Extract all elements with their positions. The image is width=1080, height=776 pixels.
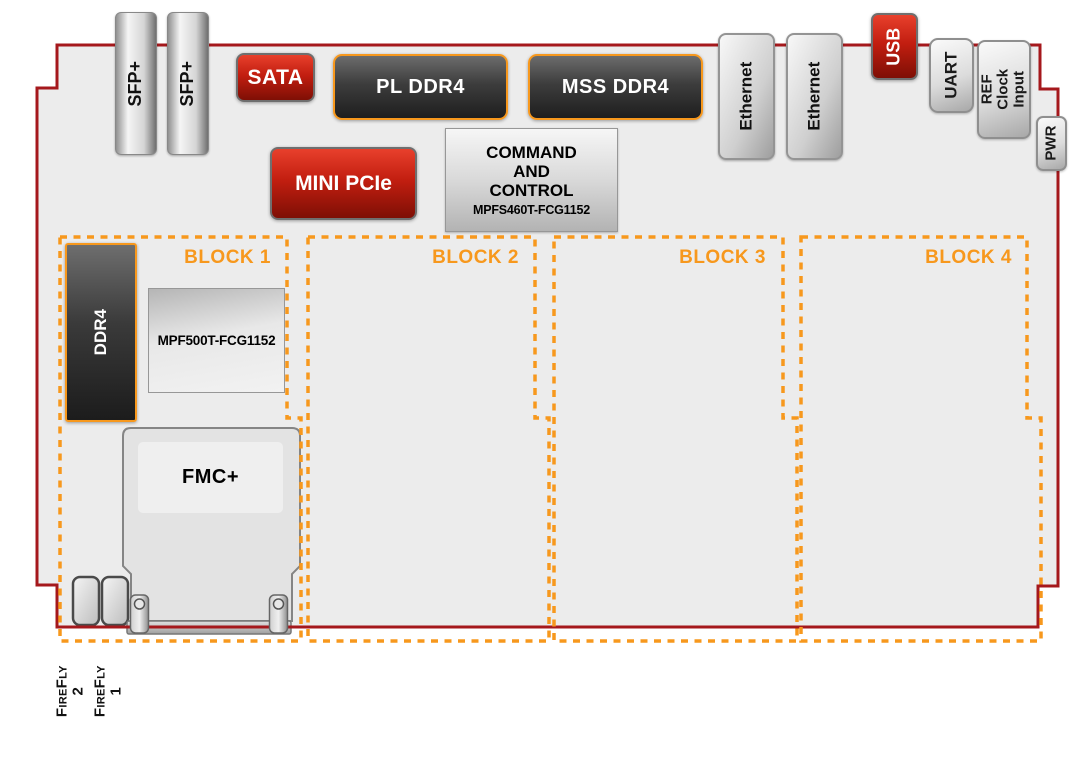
block-2-label: BLOCK 2 — [432, 247, 519, 268]
ethernet-label-2: Ethernet — [804, 62, 824, 131]
pl-ddr4-label: PL DDR4 — [376, 75, 465, 98]
usb-connector: USB — [871, 13, 918, 80]
fmc-screw-post-left — [129, 594, 150, 634]
firefly-1-label: FireFly 1 — [91, 665, 125, 717]
usb-label: USB — [883, 27, 904, 66]
mss-ddr4-label: MSS DDR4 — [561, 75, 670, 98]
pwr-connector: PWR — [1036, 116, 1067, 171]
uart-connector: UART — [929, 38, 974, 113]
pl-ddr4-block: PL DDR4 — [333, 54, 508, 120]
ethernet-connector-2: Ethernet — [786, 33, 843, 160]
firefly-connector-1 — [100, 575, 130, 627]
fpga-part-number: MPF500T-FCG1152 — [157, 333, 276, 348]
ddr4-label: DDR4 — [90, 309, 110, 356]
block-4-region — [799, 235, 1043, 643]
ethernet-label-1: Ethernet — [736, 62, 756, 131]
block-1-label: BLOCK 1 — [184, 247, 271, 268]
sfp-plus-connector-2: SFP+ — [167, 12, 209, 155]
fpga-chip: MPF500T-FCG1152 — [148, 288, 285, 393]
command-control-part-number: MPFS460T-FCG1152 — [473, 203, 590, 218]
command-control-title: COMMAND AND CONTROL — [486, 142, 577, 201]
ddr4-block: DDR4 — [65, 243, 137, 422]
block-2-region — [306, 235, 551, 643]
block-4-label: BLOCK 4 — [925, 247, 1012, 268]
command-control-block: COMMAND AND CONTROL MPFS460T-FCG1152 — [445, 128, 618, 232]
mss-ddr4-block: MSS DDR4 — [528, 54, 703, 120]
block-1-region — [58, 235, 303, 643]
sfp-plus-label-2: SFP+ — [177, 60, 198, 107]
fmc-label: FMC+ — [182, 466, 239, 488]
mini-pcie-label: MINI PCIe — [295, 171, 392, 195]
ref-clock-input-label: REF Clock Input — [978, 69, 1029, 110]
firefly-2-label: FireFly 2 — [53, 665, 87, 717]
ethernet-connector-1: Ethernet — [718, 33, 775, 160]
firefly-connector-2 — [71, 575, 101, 627]
sfp-plus-label-1: SFP+ — [125, 60, 146, 107]
board-outline — [35, 43, 1060, 629]
fmc-screw-post-right — [268, 594, 289, 634]
sfp-plus-connector-1: SFP+ — [115, 12, 157, 155]
sata-label: SATA — [247, 65, 304, 89]
pwr-label: PWR — [1042, 126, 1060, 161]
uart-label: UART — [941, 51, 961, 100]
fmc-connector-inner — [138, 442, 283, 513]
firefly-1-label-wrap: FireFly 1 — [88, 646, 130, 736]
mini-pcie-connector: MINI PCIe — [270, 147, 417, 220]
block-3-region — [552, 235, 799, 643]
ref-clock-input-connector: REF Clock Input — [977, 40, 1031, 139]
block-3-label: BLOCK 3 — [679, 247, 766, 268]
firefly-2-label-wrap: FireFly 2 — [50, 646, 92, 736]
sata-connector: SATA — [236, 53, 315, 102]
